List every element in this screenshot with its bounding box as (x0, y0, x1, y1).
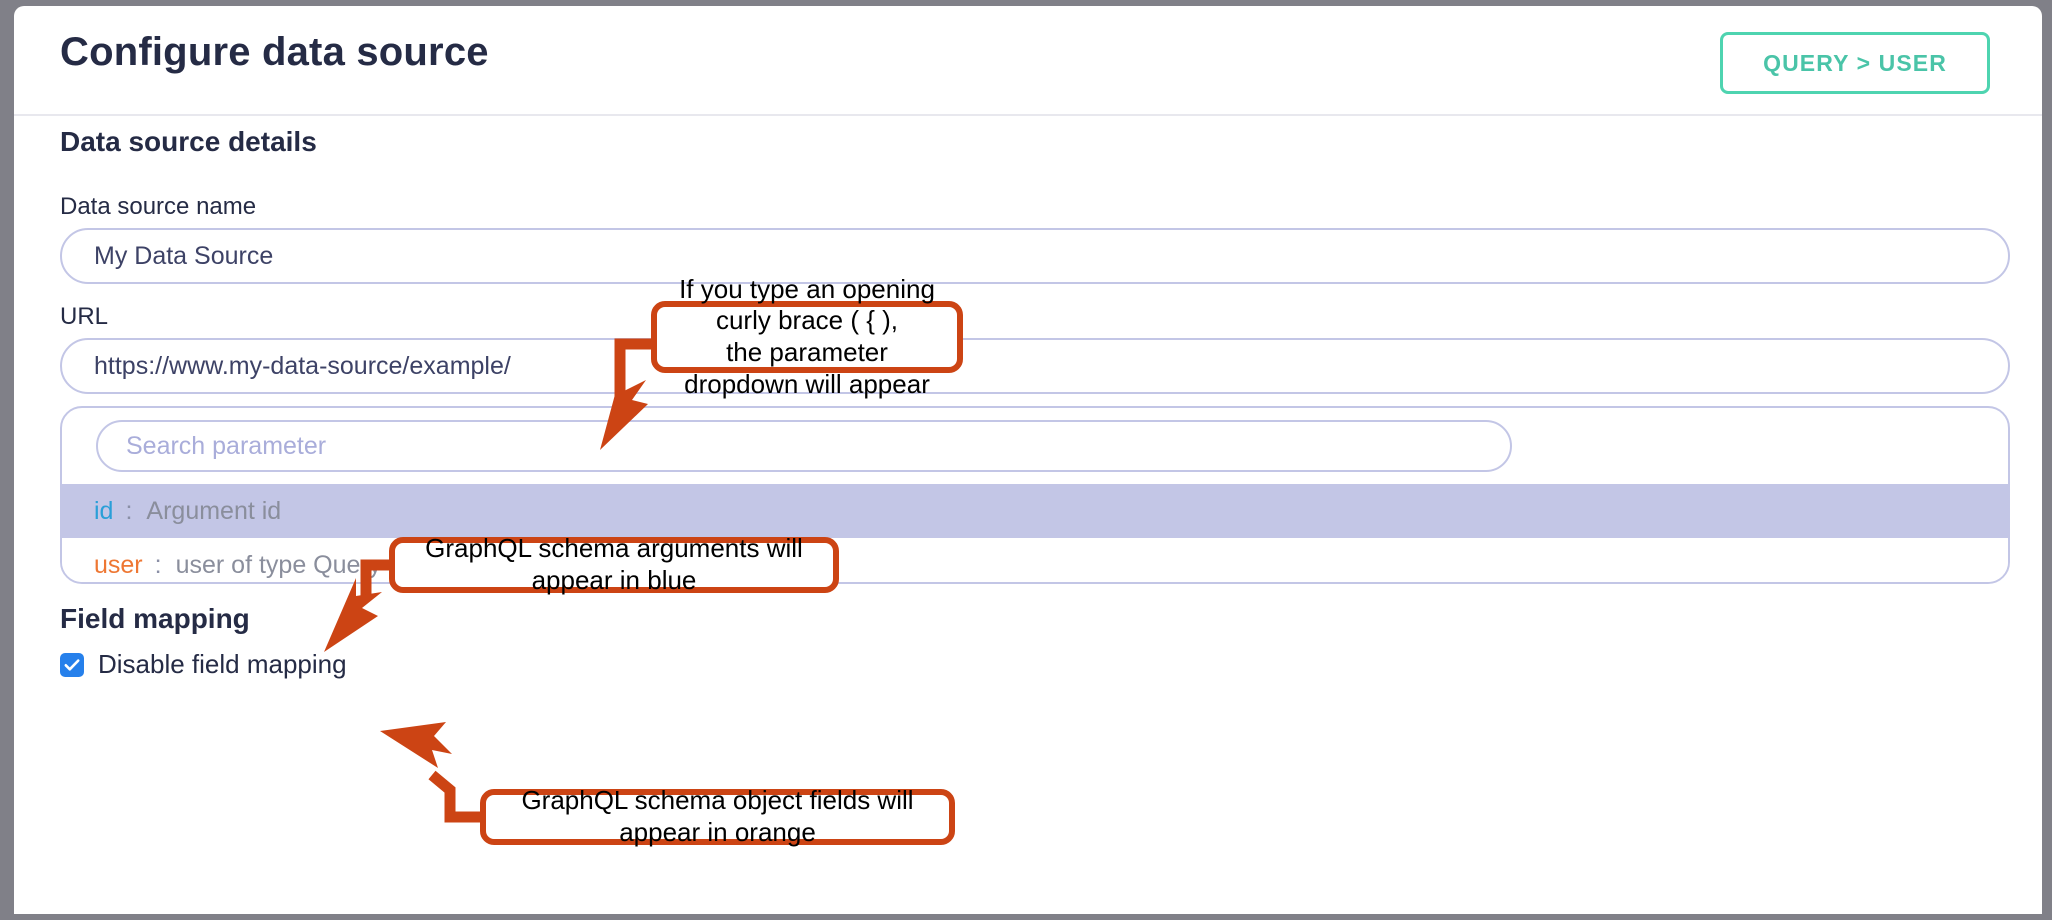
callout-curly-brace-line1: If you type an opening curly brace ( { )… (679, 273, 935, 336)
page-title: Configure data source (60, 30, 489, 74)
disable-field-mapping-row[interactable]: Disable field mapping (60, 649, 347, 680)
parameter-description: user of type Query (175, 550, 382, 579)
callout-curly-brace-line2: the parameter dropdown will appear (684, 337, 930, 399)
parameter-option-id[interactable]: id : Argument id (62, 484, 2008, 538)
url-label: URL (60, 303, 109, 330)
callout-blue-arguments: GraphQL schema arguments will appear in … (389, 533, 839, 595)
disable-field-mapping-checkbox[interactable] (60, 652, 84, 677)
parameter-separator: : (154, 550, 162, 579)
data-source-name-input[interactable]: My Data Source (60, 228, 2010, 284)
parameter-key: user (94, 550, 143, 579)
parameter-option-user[interactable]: user : user of type Query (62, 538, 2008, 582)
callout-curly-brace: If you type an opening curly brace ( { )… (651, 274, 963, 399)
parameter-description: Argument id (146, 496, 282, 525)
configure-data-source-card: Configure data source QUERY > USER Data … (14, 6, 2042, 914)
parameter-separator: : (125, 496, 133, 525)
parameter-dropdown-panel: Search parameter id : Argument id user :… (60, 406, 2010, 584)
data-source-name-label: Data source name (60, 193, 257, 220)
search-parameter-input[interactable]: Search parameter (96, 420, 1512, 472)
parameter-key: id (94, 496, 114, 525)
callout-orange-object-fields: GraphQL schema object fields will appear… (480, 785, 955, 847)
field-mapping-heading: Field mapping (60, 603, 250, 634)
url-input[interactable]: https://www.my-data-source/example/ (60, 338, 2010, 394)
disable-field-mapping-label: Disable field mapping (98, 649, 347, 679)
query-user-breadcrumb-button[interactable]: QUERY > USER (1720, 32, 1990, 94)
card-header: Configure data source QUERY > USER (14, 6, 2042, 116)
data-source-details-heading: Data source details (60, 126, 317, 157)
